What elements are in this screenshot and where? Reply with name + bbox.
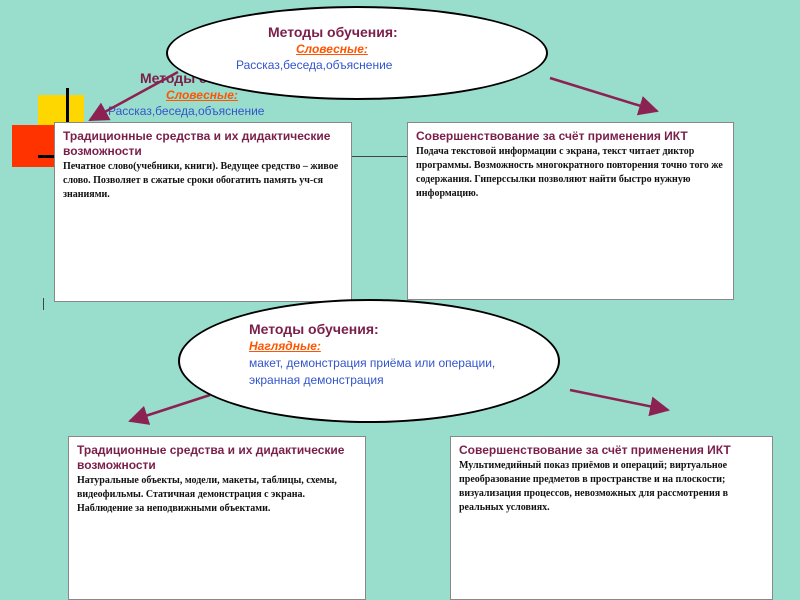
arrow-bottom-right [569,388,670,417]
decor-red-square [12,125,54,167]
box-bottom-right-body: Мультимедийный показ приёмов и операций;… [459,460,729,513]
top-ellipse-title: Методы обучения: [268,24,398,40]
decor-left-dash [43,298,44,310]
top-ellipse-methods: Рассказ,беседа,объяснение [236,58,393,72]
ghost-ellipse-text: Методы с Словесные: Рассказ,беседа,объяс… [108,70,308,118]
top-ellipse-text: Методы обучения: Словесные: Рассказ,бесе… [236,24,476,72]
box-top-left-title: Традиционные средства и их дидактические… [63,129,331,158]
middle-ellipse-methods: макет, демонстрация приёма или операции,… [249,356,496,387]
top-ellipse [166,6,548,100]
middle-ellipse-text: Методы обучения: Наглядные: макет, демон… [249,321,499,389]
box-bottom-left: Традиционные средства и их дидактические… [68,436,366,600]
ghost-ellipse-category: Словесные: [166,88,238,102]
box-bottom-left-title: Традиционные средства и их дидактические… [77,443,345,472]
decor-connector-line [350,156,410,157]
top-ellipse-category: Словесные: [296,42,368,56]
box-bottom-right: Совершенствование за счёт применения ИКТ… [450,436,773,600]
middle-ellipse [178,299,560,423]
box-bottom-right-title: Совершенствование за счёт применения ИКТ [459,443,731,457]
arrow-bottom-left [128,393,211,425]
middle-ellipse-category: Наглядные: [249,339,321,353]
box-top-right-title: Совершенствование за счёт применения ИКТ [416,129,688,143]
box-top-left: Традиционные средства и их дидактические… [54,122,352,302]
middle-ellipse-title: Методы обучения: [249,321,379,337]
arrow-top-left [88,70,179,122]
box-top-right-body: Подача текстовой информации с экрана, те… [416,146,723,199]
box-top-right: Совершенствование за счёт применения ИКТ… [407,122,734,300]
box-bottom-left-body: Натуральные объекты, модели, макеты, таб… [77,475,337,514]
arrow-top-right [549,76,659,116]
box-top-left-body: Печатное слово(учебники, книги). Ведущее… [63,161,339,200]
ghost-ellipse-methods: Рассказ,беседа,объяснение [108,104,265,118]
